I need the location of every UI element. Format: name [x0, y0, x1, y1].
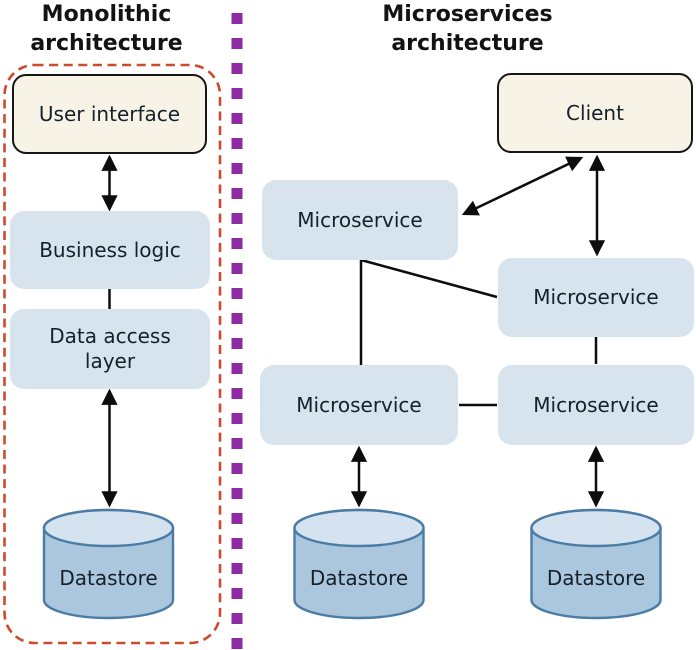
node-data-access-layer: Data access layer — [10, 309, 210, 389]
node-microservice-bottom-left-label: Microservice — [296, 392, 422, 417]
edge-microservice1-microservice2-line — [360, 258, 498, 299]
microservices-title: Microservices architecture — [382, 2, 553, 57]
node-microservice-mid-right-label: Microservice — [533, 285, 659, 309]
node-microservice-bottom-left: Microservice — [260, 365, 458, 445]
node-microservice-top-left-label: Microservice — [297, 207, 423, 232]
label-datastore-micro-right: Datastore — [546, 566, 646, 590]
label-datastore-monolithic: Datastore — [59, 566, 158, 590]
node-business-logic-label: Business logic — [39, 237, 181, 262]
edge-client-microservice1-arrow — [461, 156, 584, 216]
node-microservice-mid-right: Microservice — [498, 258, 694, 337]
monolith-boundary-dashed — [3, 63, 222, 645]
node-client-label: Client — [566, 100, 624, 125]
node-data-access-layer-label: Data access layer — [49, 324, 171, 373]
monolithic-title: Monolithic architecture — [30, 2, 183, 57]
node-microservice-top-left: Microservice — [262, 180, 458, 260]
node-user-interface-label: User interface — [38, 101, 181, 126]
node-microservice-bottom-right-label: Microservice — [533, 392, 659, 417]
node-client: Client — [497, 73, 693, 153]
node-user-interface: User interface — [12, 74, 207, 154]
node-microservice-bottom-right: Microservice — [498, 365, 694, 445]
node-business-logic: Business logic — [10, 211, 210, 289]
label-datastore-micro-left: Datastore — [309, 566, 409, 590]
